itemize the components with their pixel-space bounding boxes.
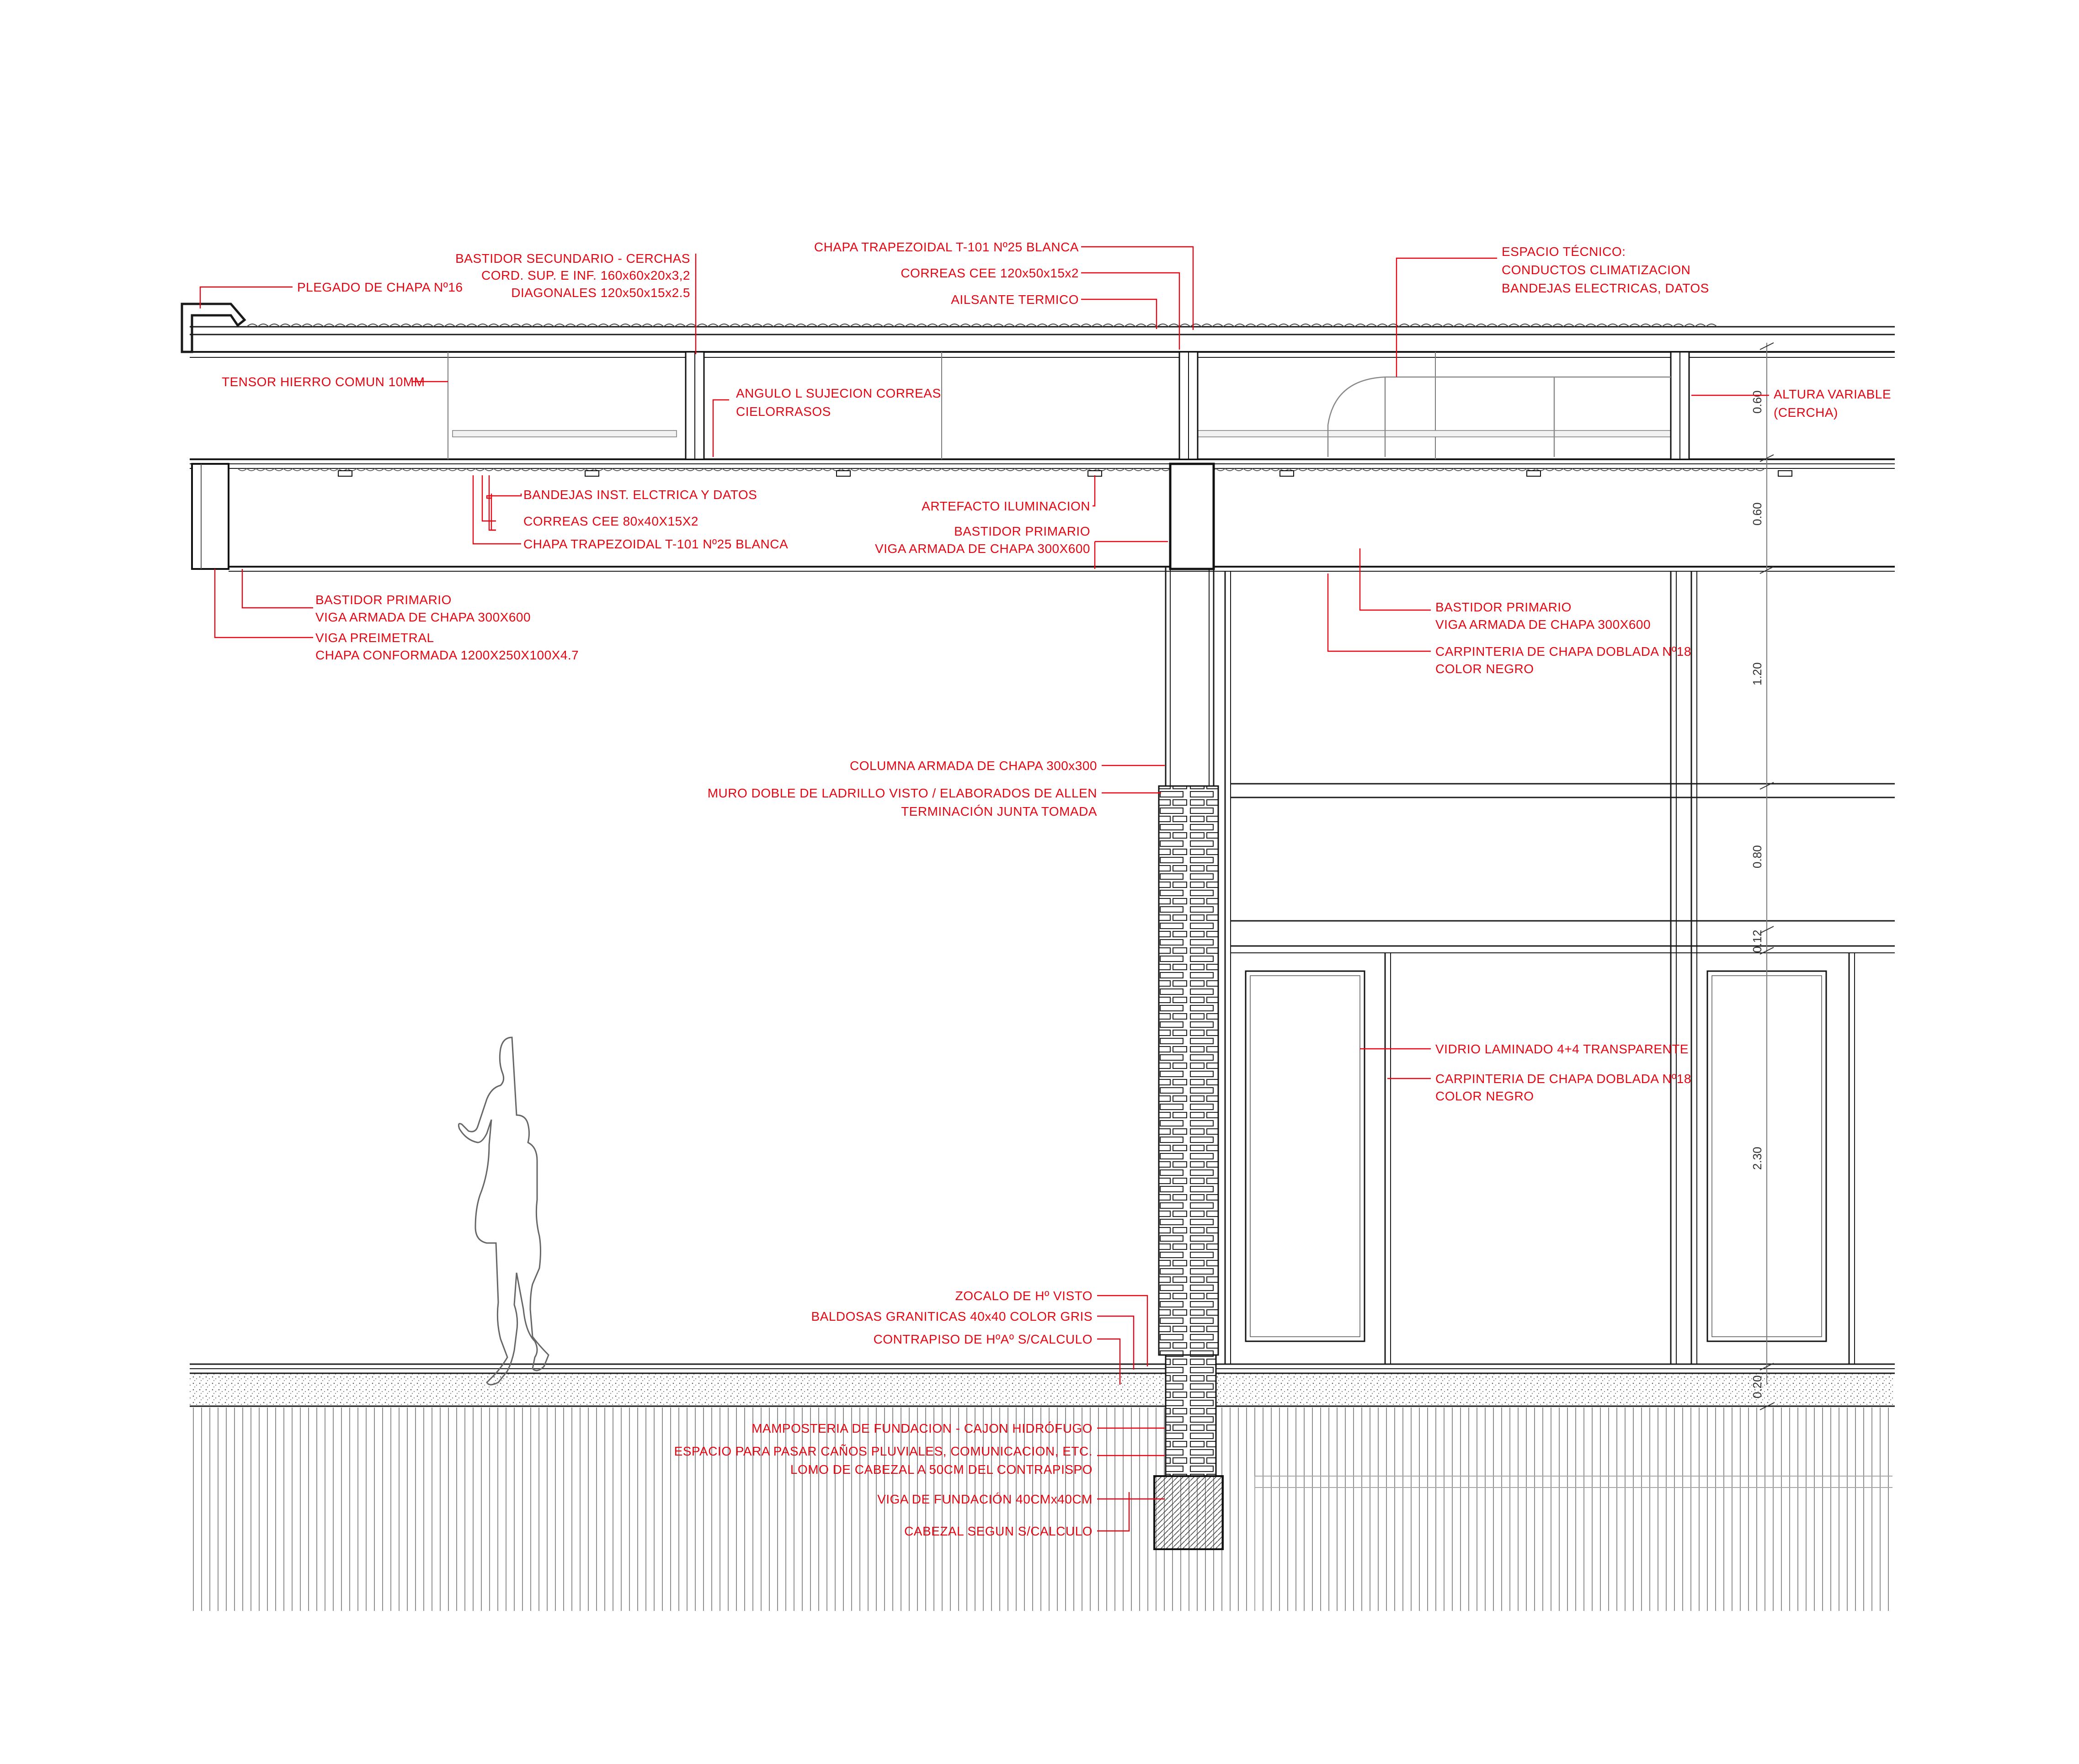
brick-wall-body — [1158, 785, 1219, 1356]
cabezal — [1153, 1475, 1224, 1550]
brick-wall — [1158, 785, 1219, 1356]
label-cabezal: CABEZAL SEGUN S/CALCULO — [904, 1524, 1093, 1538]
leader-lines — [199, 246, 1769, 1532]
label-tensor: TENSOR HIERRO COMUN 10MM — [222, 375, 425, 389]
label-viga-fundacion: VIGA DE FUNDACIÓN 40CMx40CM — [877, 1492, 1093, 1506]
label-viga-perimetral-1: VIGA PREIMETRAL — [315, 631, 434, 645]
hvac-duct — [1327, 376, 1671, 457]
truss-posts — [685, 351, 1690, 460]
label-zocalo: ZOCALO DE Hº VISTO — [955, 1289, 1093, 1303]
dim-4: 0.80 — [1750, 845, 1764, 868]
dim-7: 0.20 — [1750, 1375, 1764, 1398]
label-bastidor-secundario-2: CORD. SUP. E INF. 160x60x20x3,2 — [481, 268, 690, 282]
label-contrapiso: CONTRAPISO DE HºAº S/CALCULO — [874, 1332, 1093, 1346]
dim-5: 0.12 — [1750, 930, 1764, 953]
column — [1165, 567, 1215, 786]
annotations: PLEGADO DE CHAPA Nº16 BASTIDOR SECUNDARI… — [222, 240, 1891, 1538]
dim-6: 2.30 — [1750, 1147, 1764, 1170]
label-bastidor-secundario-1: BASTIDOR SECUNDARIO - CERCHAS — [455, 251, 690, 266]
dimension-line: 0.60 0.60 1.20 0.80 0.12 2.30 0.20 — [1750, 342, 1774, 1410]
label-bastidor-secundario-3: DIAGONALES 120x50x15x2.5 — [511, 286, 690, 300]
label-artefacto: ARTEFACTO ILUMINACION — [922, 499, 1090, 513]
label-espacio-pasar-1: ESPACIO PARA PASAR CAÑOS PLUVIALES, COMU… — [674, 1444, 1093, 1458]
foundation — [1153, 1354, 1224, 1550]
label-bastidor-primario-right-1: BASTIDOR PRIMARIO — [1435, 600, 1572, 614]
label-carpinteria-bottom-1: CARPINTERIA DE CHAPA DOBLADA Nº18 — [1435, 1072, 1691, 1086]
label-chapa-cielo: CHAPA TRAPEZOIDAL T-101 Nº25 BLANCA — [523, 537, 788, 551]
label-vidrio: VIDRIO LAMINADO 4+4 TRANSPARENTE — [1435, 1042, 1689, 1056]
label-bastidor-primario-right-2: VIGA ARMADA DE CHAPA 300X600 — [1435, 617, 1651, 632]
soil-area — [192, 1408, 1892, 1611]
label-muro-1: MURO DOBLE DE LADRILLO VISTO / ELABORADO… — [708, 786, 1097, 800]
label-bastidor-primario-left-2: VIGA ARMADA DE CHAPA 300X600 — [315, 610, 531, 624]
label-columna: COLUMNA ARMADA DE CHAPA 300x300 — [850, 759, 1097, 773]
foundation-wall — [1165, 1354, 1217, 1477]
label-angulo-1: ANGULO L SUJECION CORREAS — [736, 386, 941, 400]
label-carpinteria-top-2: COLOR NEGRO — [1435, 662, 1534, 676]
label-correas-cee: CORREAS CEE 80x40X15X2 — [523, 514, 698, 528]
label-espacio-tecnico-3: BANDEJAS ELECTRICAS, DATOS — [1502, 281, 1709, 295]
light-fixtures — [338, 470, 1792, 477]
label-bastidor-primario-left-1: BASTIDOR PRIMARIO — [315, 593, 452, 607]
human-figure — [458, 1036, 549, 1386]
parapet-flashing — [181, 303, 246, 353]
label-bandejas: BANDEJAS INST. ELCTRICA Y DATOS — [523, 488, 757, 502]
ground — [190, 1363, 1895, 1611]
door-panel-1 — [1245, 970, 1365, 1342]
primary-beam-section — [1169, 462, 1215, 570]
window-frames — [1224, 571, 1895, 1364]
dim-1: 0.60 — [1750, 390, 1764, 414]
label-baldosas: BALDOSAS GRANITICAS 40x40 COLOR GRIS — [811, 1309, 1093, 1323]
label-altura-variable-2: (CERCHA) — [1774, 405, 1838, 420]
label-viga-perimetral-2: CHAPA CONFORMADA 1200X250X100X4.7 — [315, 648, 579, 662]
label-espacio-tecnico-2: CONDUCTOS CLIMATIZACION — [1502, 263, 1690, 277]
label-plegado: PLEGADO DE CHAPA Nº16 — [297, 280, 463, 294]
dim-3: 1.20 — [1750, 662, 1764, 685]
label-correas-top: CORREAS CEE 120x50x15x2 — [901, 266, 1079, 280]
label-angulo-2: CIELORRASOS — [736, 404, 831, 419]
perimeter-beam — [191, 463, 229, 570]
label-aislante: AILSANTE TERMICO — [951, 292, 1079, 307]
roof — [181, 303, 1895, 572]
label-chapa-top: CHAPA TRAPEZOIDAL T-101 Nº25 BLANCA — [814, 240, 1079, 254]
roof-sheet — [190, 326, 1895, 335]
roof-corrugation — [246, 324, 1717, 328]
label-bastidor-primario-center-1: BASTIDOR PRIMARIO — [954, 524, 1090, 538]
label-mamposteria: MAMPOSTERIA DE FUNDACION - CAJON HIDRÓFU… — [752, 1421, 1093, 1435]
label-muro-2: TERMINACIÓN JUNTA TOMADA — [901, 804, 1097, 818]
label-altura-variable-1: ALTURA VARIABLE — [1774, 387, 1891, 401]
label-bastidor-primario-center-2: VIGA ARMADA DE CHAPA 300X600 — [875, 542, 1090, 556]
dim-2: 0.60 — [1750, 502, 1764, 526]
label-espacio-tecnico-1: ESPACIO TÉCNICO: — [1502, 244, 1626, 259]
label-espacio-pasar-2: LOMO DE CABEZAL A 50CM DEL CONTRAPISPO — [790, 1462, 1093, 1477]
label-carpinteria-top-1: CARPINTERIA DE CHAPA DOBLADA Nº18 — [1435, 644, 1691, 659]
label-carpinteria-bottom-2: COLOR NEGRO — [1435, 1089, 1534, 1103]
contrapiso-layer — [190, 1373, 1895, 1406]
